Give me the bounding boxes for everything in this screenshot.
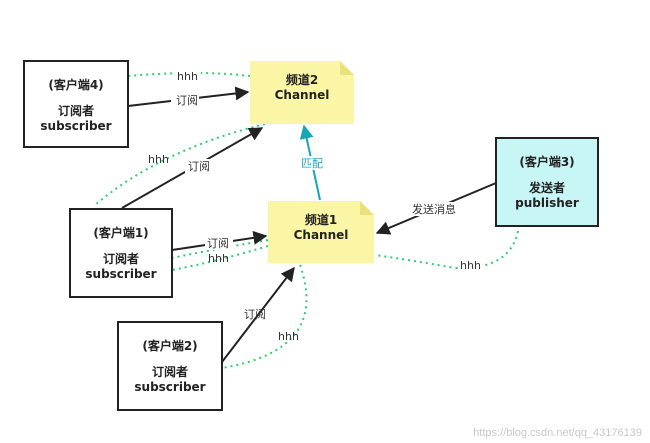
label-subscribe-client1-channel2: 订阅 (188, 160, 210, 173)
channel1-subtitle: Channel (294, 228, 349, 242)
channel2-note: 频道2 Channel (250, 61, 354, 124)
label-hhh-client3: hhh (460, 259, 481, 272)
channel1-note: 频道1 Channel (268, 201, 374, 263)
client4-title: (客户端4) (48, 77, 103, 92)
client1-title: (客户端1) (93, 225, 148, 240)
watermark: https://blog.csdn.net/qq_43176139 (473, 427, 642, 439)
client4-box: (客户端4) 订阅者 subscriber (23, 60, 129, 148)
edge-labels: hhh 订阅 hhh 订阅 订阅 hhh 订阅 hhh 匹配 发送消息 hhh (148, 69, 484, 343)
client2-box: (客户端2) 订阅者 subscriber (117, 321, 223, 411)
channel1-title: 频道1 (305, 212, 337, 227)
label-match: 匹配 (301, 157, 323, 170)
client2-role: 订阅者 (152, 364, 188, 379)
label-send-message: 发送消息 (412, 202, 456, 216)
arrow-client2-channel1 (221, 266, 295, 363)
client3-title: (客户端3) (519, 154, 574, 169)
client1-type: subscriber (85, 267, 156, 281)
channel2-title: 频道2 (286, 72, 318, 87)
client1-box: (客户端1) 订阅者 subscriber (69, 208, 173, 298)
label-subscribe-client1-channel1: 订阅 (207, 237, 229, 250)
client1-role: 订阅者 (103, 251, 139, 266)
label-hhh-client2: hhh (278, 330, 299, 343)
client3-type: publisher (515, 196, 579, 210)
client4-type: subscriber (40, 119, 111, 133)
client2-type: subscriber (134, 380, 205, 394)
client4-role: 订阅者 (58, 103, 94, 118)
label-subscribe-client4: 订阅 (176, 94, 198, 107)
msg-path-channel2-client1 (94, 123, 266, 206)
label-hhh-client1-channel2: hhh (148, 153, 169, 166)
label-hhh-client1-channel1: hhh (208, 252, 229, 265)
client2-title: (客户端2) (142, 338, 197, 353)
label-hhh-client4: hhh (177, 70, 198, 83)
client3-box: (客户端3) 发送者 publisher (495, 137, 599, 227)
channel2-subtitle: Channel (275, 88, 330, 102)
msg-path-client3-channel1 (374, 230, 519, 270)
label-subscribe-client2: 订阅 (244, 308, 266, 321)
msg-path-channel1-client2 (221, 264, 308, 369)
client3-role: 发送者 (528, 180, 565, 195)
